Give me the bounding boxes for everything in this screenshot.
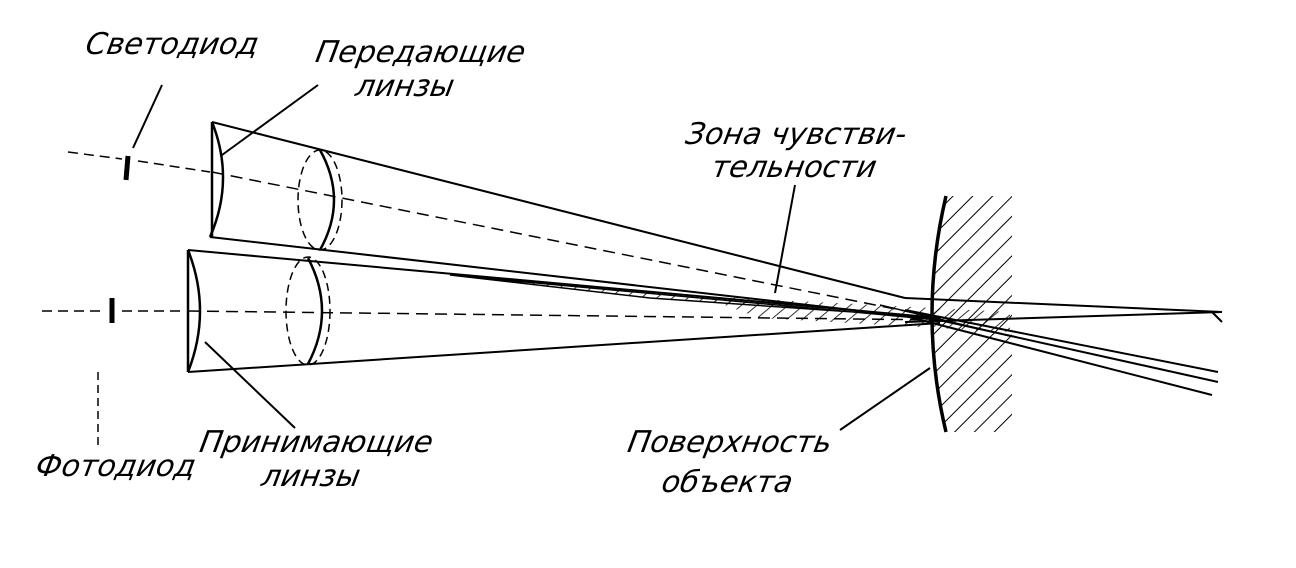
photodiode-label: Фотодиод: [33, 449, 199, 484]
receiving-lenses-label-line1: Принимающие: [197, 425, 436, 460]
sensitivity-zone-label-line2: тельности: [709, 150, 880, 185]
object-surface-label-line2: объекта: [659, 465, 796, 500]
transmitting-lenses-label-line1: Передающие: [313, 35, 529, 70]
leader-lines: [133, 85, 930, 430]
photodiode-receiver: [42, 298, 185, 448]
receiving-lenses-label-line2: линзы: [259, 459, 364, 494]
object-surface-label-line1: Поверхность: [625, 425, 835, 460]
led-emitter: [68, 152, 210, 180]
sensitivity-zone-label-line1: Зона чувстви-: [683, 117, 910, 152]
transmitting-lenses-label-line2: линзы: [353, 69, 458, 104]
led-label: Светодиод: [83, 27, 262, 62]
reflected-rays: [880, 298, 1222, 395]
